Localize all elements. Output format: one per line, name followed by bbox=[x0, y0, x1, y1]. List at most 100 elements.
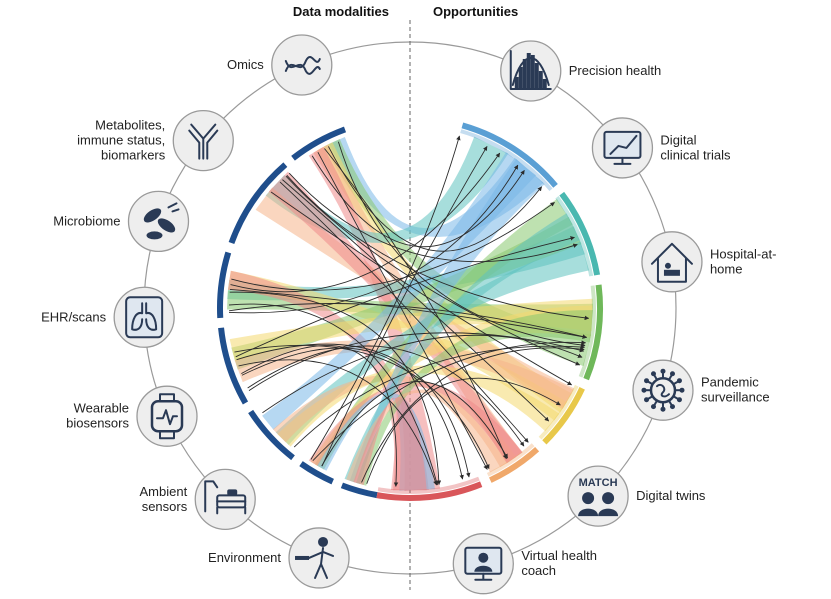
chord-line bbox=[327, 146, 543, 252]
chord-line bbox=[231, 202, 555, 291]
chord-line bbox=[310, 135, 461, 460]
modality-arc bbox=[299, 461, 334, 485]
label-line: Omics bbox=[227, 57, 264, 72]
chord-line bbox=[230, 152, 501, 293]
chord-line bbox=[282, 179, 550, 422]
label-line: Virtual health bbox=[521, 548, 597, 563]
opportunity-label: Precision health bbox=[569, 63, 662, 78]
label-line: home bbox=[710, 261, 743, 276]
lungs-scan-icon bbox=[125, 296, 164, 339]
opportunity-arc bbox=[461, 122, 558, 188]
label-line: EHR/scans bbox=[41, 309, 107, 324]
label-line: Digital bbox=[660, 132, 696, 147]
label-line: immune status, bbox=[77, 133, 165, 148]
opportunity-arc-inner bbox=[460, 129, 553, 192]
chord-lines bbox=[228, 135, 590, 487]
modality-arc bbox=[217, 251, 232, 319]
label-line: Metabolites, bbox=[95, 118, 165, 133]
modality-node-0: Omics bbox=[227, 34, 333, 96]
modality-label: Omics bbox=[227, 57, 264, 72]
opportunity-arc-inner bbox=[377, 476, 480, 494]
chord-line bbox=[235, 236, 575, 358]
modality-node-3: EHR/scans bbox=[41, 286, 175, 348]
label-line: Microbiome bbox=[53, 213, 120, 228]
opportunity-arc bbox=[559, 191, 601, 276]
opportunity-arc bbox=[583, 284, 603, 381]
histogram-icon bbox=[509, 49, 552, 90]
label-line: biomarkers bbox=[101, 148, 166, 163]
ribbon bbox=[268, 171, 523, 464]
chord-line bbox=[321, 381, 508, 467]
label-line: Precision health bbox=[569, 63, 662, 78]
opportunity-arc-inner bbox=[538, 384, 579, 440]
label-line: Digital twins bbox=[636, 488, 706, 503]
chord-line bbox=[234, 344, 490, 470]
chord-line bbox=[241, 347, 464, 480]
opportunity-arc-inner bbox=[578, 285, 596, 378]
modality-arc bbox=[218, 327, 249, 405]
modality-arc bbox=[248, 409, 295, 461]
chord-arcs bbox=[217, 122, 603, 501]
label-line: surveillance bbox=[701, 390, 770, 405]
modality-node-1: Metabolites,immune status,biomarkers bbox=[77, 109, 234, 172]
chord-line bbox=[247, 345, 525, 447]
label-line: Pandemic bbox=[701, 375, 759, 390]
chord-line bbox=[228, 303, 439, 486]
label-line: Hospital-at- bbox=[710, 246, 776, 261]
opportunity-node-2: Hospital-at-home bbox=[641, 231, 776, 293]
modality-label: Environment bbox=[208, 550, 281, 565]
opportunity-arc bbox=[542, 387, 585, 445]
chord-line bbox=[324, 148, 507, 460]
chord-line bbox=[293, 344, 586, 448]
label-line: coach bbox=[521, 563, 556, 578]
label-line: sensors bbox=[142, 499, 188, 514]
smoking-person-icon bbox=[295, 536, 335, 579]
opportunity-label: Digital twins bbox=[636, 488, 706, 503]
label-line: Wearable bbox=[74, 401, 129, 416]
modality-node-6: Environment bbox=[208, 527, 350, 589]
chord-line bbox=[262, 334, 583, 414]
bacteria-icon bbox=[143, 202, 180, 240]
chord-line bbox=[270, 191, 573, 386]
modality-arc bbox=[340, 482, 378, 499]
dna-icon bbox=[284, 56, 321, 75]
opportunity-label: Hospital-at-home bbox=[710, 246, 776, 276]
opportunity-arc-inner bbox=[486, 443, 535, 477]
chord-line bbox=[288, 172, 578, 263]
antibody-icon bbox=[188, 123, 219, 160]
ribbon bbox=[275, 241, 590, 446]
computer-coach-icon bbox=[464, 546, 503, 581]
ribbon bbox=[344, 213, 581, 483]
label-line: clinical trials bbox=[660, 147, 731, 162]
ribbon bbox=[346, 389, 507, 483]
node-circle bbox=[567, 465, 629, 527]
virus-icon bbox=[641, 368, 685, 412]
opportunity-arc-inner bbox=[555, 196, 594, 277]
label-line: Ambient bbox=[140, 484, 188, 499]
ribbon bbox=[229, 298, 593, 362]
node-circle bbox=[632, 359, 694, 421]
chord-line bbox=[241, 345, 399, 487]
bed-sensor-icon bbox=[204, 480, 247, 515]
modality-label: Microbiome bbox=[53, 213, 120, 228]
chord-line bbox=[229, 164, 519, 314]
ribbon bbox=[324, 139, 592, 367]
modality-node-2: Microbiome bbox=[53, 190, 190, 253]
chord-line bbox=[361, 346, 585, 483]
chord-line bbox=[337, 141, 586, 348]
chord-line bbox=[248, 332, 585, 392]
monitor-chart-icon bbox=[603, 130, 642, 165]
chord-line bbox=[236, 343, 471, 478]
modality-arc bbox=[228, 162, 288, 245]
label-line: Environment bbox=[208, 550, 281, 565]
